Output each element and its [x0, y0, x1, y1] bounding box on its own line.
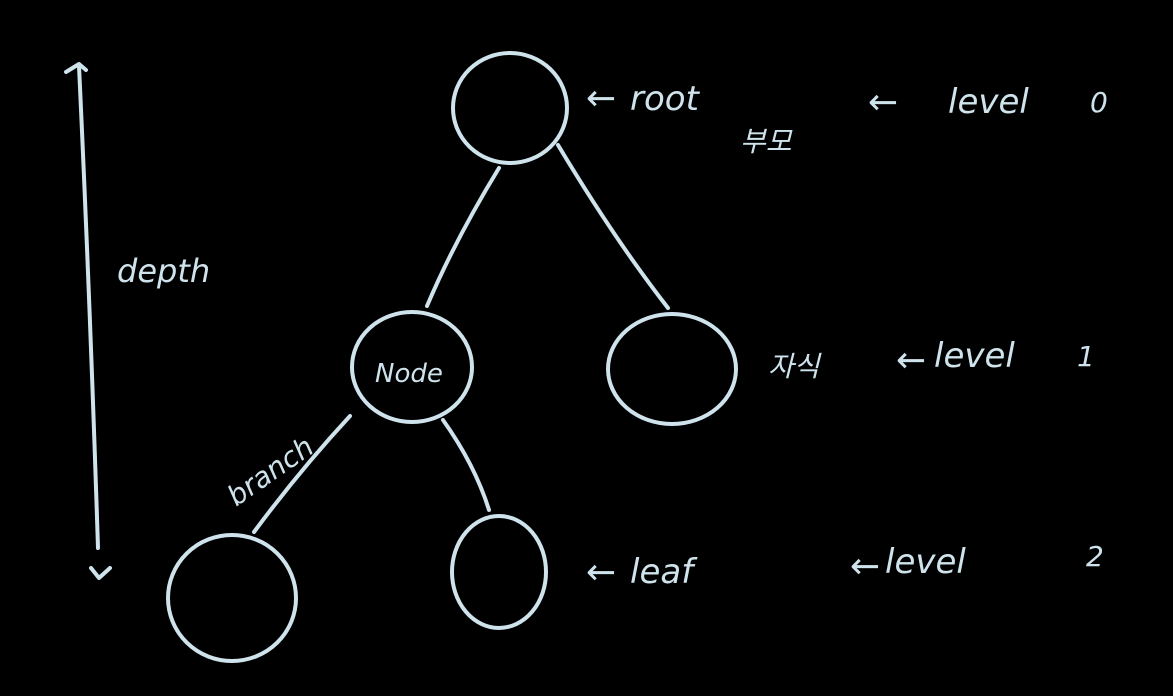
- level0-arrow: ←: [868, 82, 898, 123]
- level0-label: level: [948, 82, 1029, 122]
- depth-arrow-line: [77, 64, 100, 550]
- edge-node-to-left-leaf: [252, 414, 352, 534]
- node-node: [350, 310, 474, 424]
- level2-label: level: [885, 542, 966, 582]
- level1-label: level: [934, 336, 1015, 376]
- level0-number: 0: [1090, 86, 1108, 119]
- right-child-node: [606, 312, 738, 426]
- edge-root-to-node: [425, 166, 501, 308]
- parent-label: 부모: [740, 125, 793, 158]
- level1-arrow: ←: [896, 340, 926, 381]
- child-label: 자식: [768, 350, 822, 383]
- level2-number: 2: [1086, 540, 1104, 573]
- root-arrow: ←: [586, 78, 616, 119]
- node-label: Node: [375, 359, 443, 389]
- depth-arrow-head-bottom: [89, 566, 112, 580]
- edge-root-to-right-child: [556, 143, 670, 310]
- level1-number: 1: [1077, 340, 1095, 373]
- root-label: root: [630, 79, 701, 119]
- root-node: [451, 51, 569, 165]
- left-leaf-node: [166, 533, 298, 663]
- middle-leaf-node: [450, 514, 548, 630]
- edge-node-to-middle-leaf: [441, 418, 491, 512]
- depth-arrow-head-top: [64, 62, 88, 74]
- leaf-arrow: ←: [586, 552, 616, 593]
- leaf-label: leaf: [630, 552, 698, 592]
- level2-arrow: ←: [850, 546, 880, 587]
- depth-label: depth: [117, 252, 210, 290]
